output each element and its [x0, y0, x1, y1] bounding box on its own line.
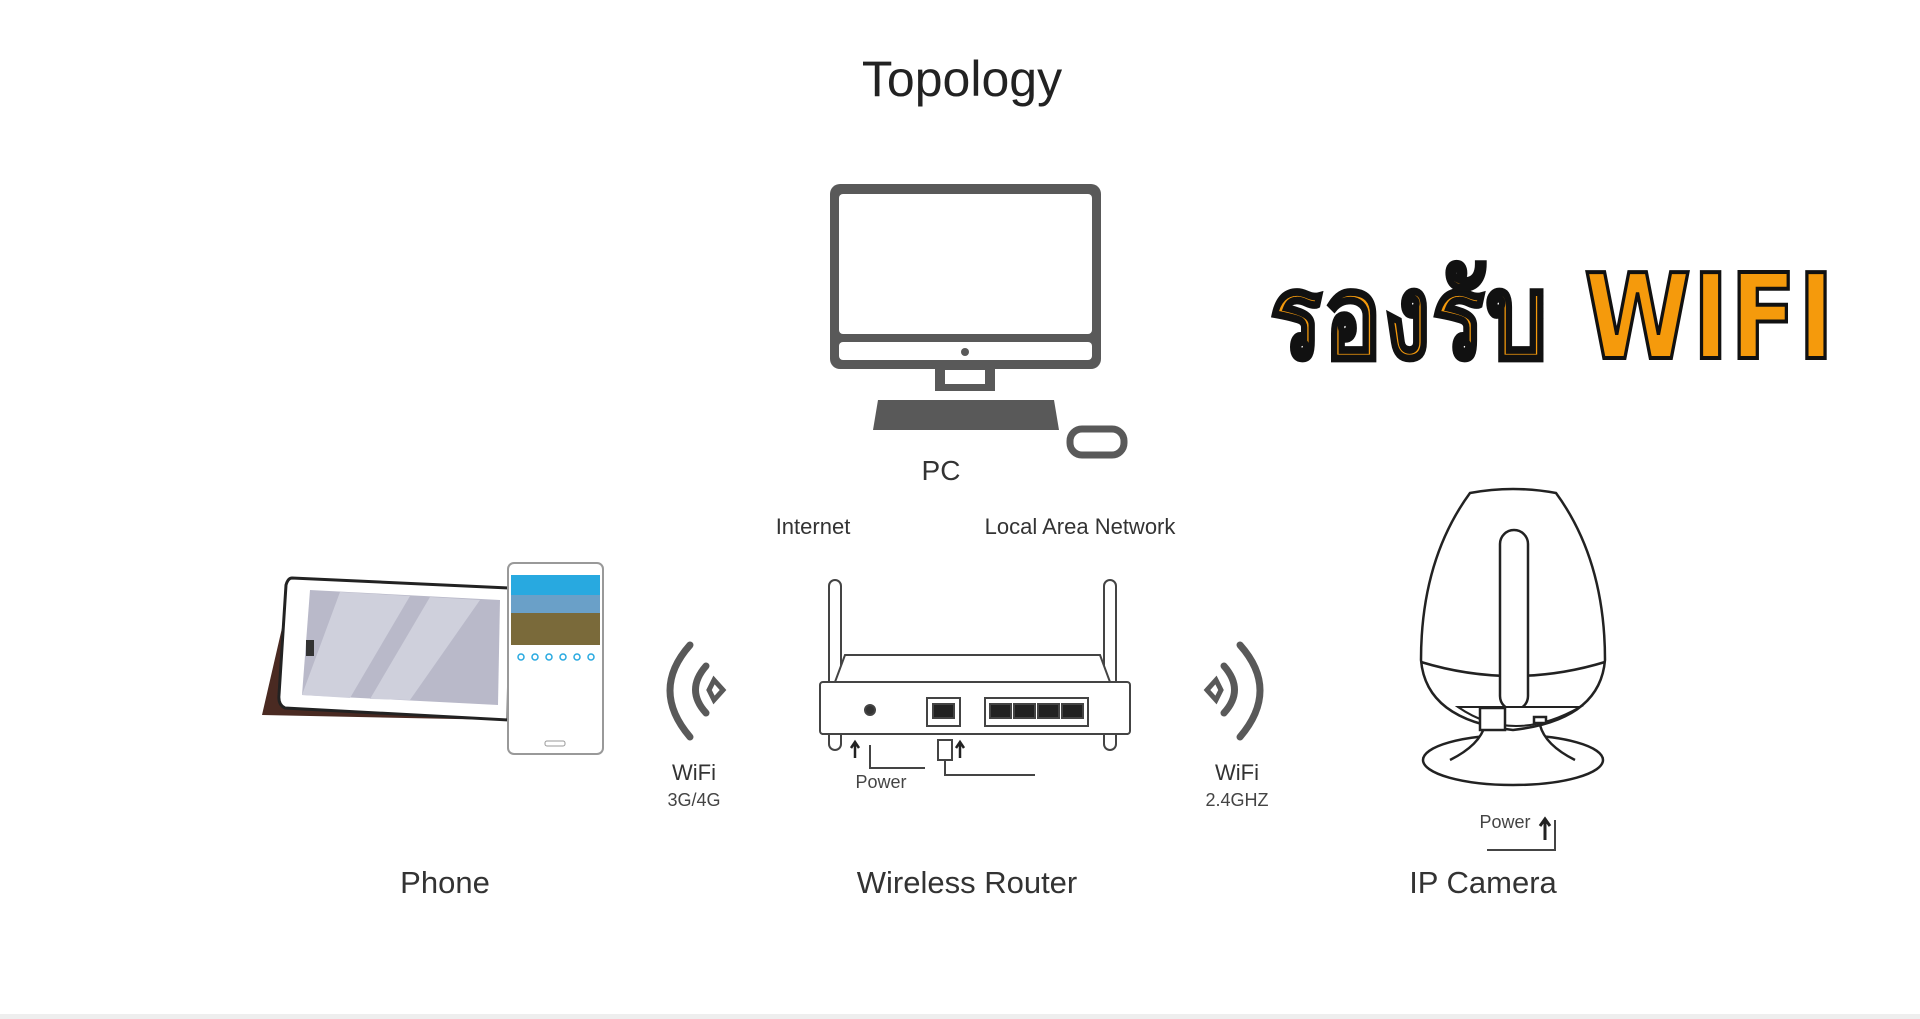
wifi-signal-right-icon — [1203, 641, 1264, 741]
wifi-left-label: WiFi — [672, 760, 716, 785]
wifi-signal-left-icon — [666, 641, 727, 741]
pc-monitor-icon — [830, 184, 1101, 391]
wifi-right-label: WiFi — [1215, 760, 1259, 785]
bottom-divider — [0, 1014, 1920, 1019]
internet-label: Internet — [775, 514, 851, 539]
page-title: Topology — [861, 51, 1063, 107]
phone-caption: Phone — [400, 865, 490, 900]
phone-icon — [507, 562, 604, 755]
router-caption: Wireless Router — [856, 865, 1078, 900]
keyboard-icon — [873, 400, 1059, 430]
mouse-icon — [1066, 425, 1128, 459]
router-lan-arrow-icon — [954, 739, 966, 758]
wifi-support-badge: รองรับ WIFI — [1268, 246, 1836, 388]
pc-label: PC — [921, 455, 961, 486]
camera-power-label: Power — [1479, 812, 1531, 832]
wifi-left-sub: 3G/4G — [667, 790, 721, 810]
lan-label: Local Area Network — [984, 514, 1176, 539]
ip-camera-icon — [1419, 487, 1607, 787]
router-power-arrow-icon — [849, 739, 861, 758]
camera-power-arrow-icon — [1538, 816, 1552, 840]
wireless-router-icon — [819, 579, 1131, 776]
wifi-right-sub: 2.4GHZ — [1205, 790, 1269, 810]
camera-power-cable — [1487, 820, 1556, 851]
router-power-label: Power — [855, 772, 907, 792]
camera-caption: IP Camera — [1409, 865, 1557, 900]
tablet-icon — [262, 576, 512, 722]
